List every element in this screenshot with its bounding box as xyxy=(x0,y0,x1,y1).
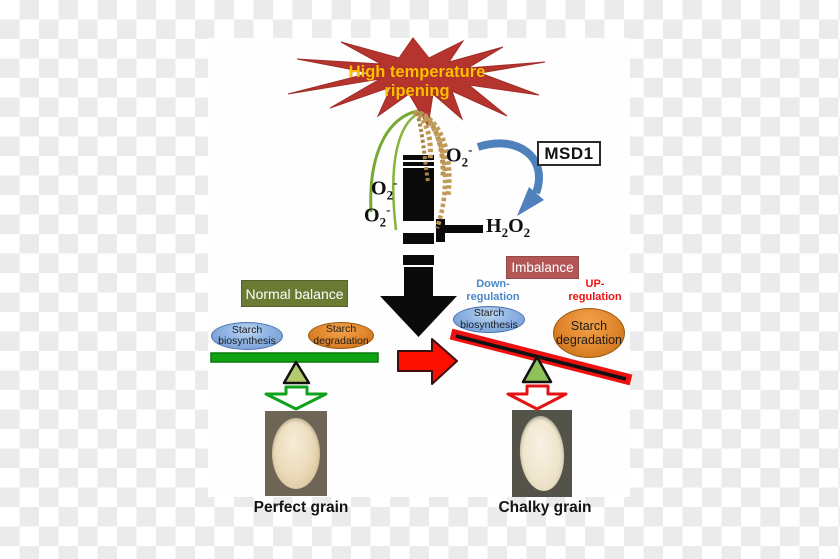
superoxide-label-low: O2- xyxy=(364,202,391,230)
segmented-gauge-bar xyxy=(403,155,434,265)
down-regulation-label: Down-regulation xyxy=(466,278,520,303)
curved-reaction-arrow xyxy=(476,139,544,216)
normal-balance-box: Normal balance xyxy=(241,280,348,307)
up-regulation-label: UP-regulation xyxy=(568,278,622,303)
superoxide-label-top: O2- xyxy=(446,142,473,170)
superoxide-label-mid: O2- xyxy=(371,175,398,203)
burst-title-line1: High temperature xyxy=(348,63,486,81)
enzyme-label: MSD1 xyxy=(544,143,594,163)
transition-arrow xyxy=(397,338,458,385)
h2o2-label: H2O2 xyxy=(486,215,531,240)
enzyme-box: MSD1 xyxy=(537,141,601,166)
perfect-grain-photo xyxy=(265,411,327,496)
perfect-grain-label: Perfect grain xyxy=(253,499,349,516)
right-fulcrum-triangle xyxy=(521,355,553,384)
starburst-shape xyxy=(287,37,546,128)
burst-title-line2: ripening xyxy=(384,82,450,100)
chalky-grain-photo xyxy=(512,410,572,497)
rice-plant xyxy=(369,109,452,231)
balanced-beam xyxy=(210,352,379,363)
tilted-beam xyxy=(449,328,633,386)
left-fulcrum-triangle xyxy=(282,360,311,385)
right-outcome-arrow xyxy=(506,384,568,411)
big-down-arrow xyxy=(380,267,457,337)
chalky-grain xyxy=(517,414,567,493)
perfect-grain xyxy=(272,418,320,489)
imbalance-box: Imbalance xyxy=(506,256,579,279)
inhibition-connector xyxy=(436,219,483,242)
left-outcome-arrow xyxy=(264,385,328,411)
chalky-grain-label: Chalky grain xyxy=(498,499,592,516)
